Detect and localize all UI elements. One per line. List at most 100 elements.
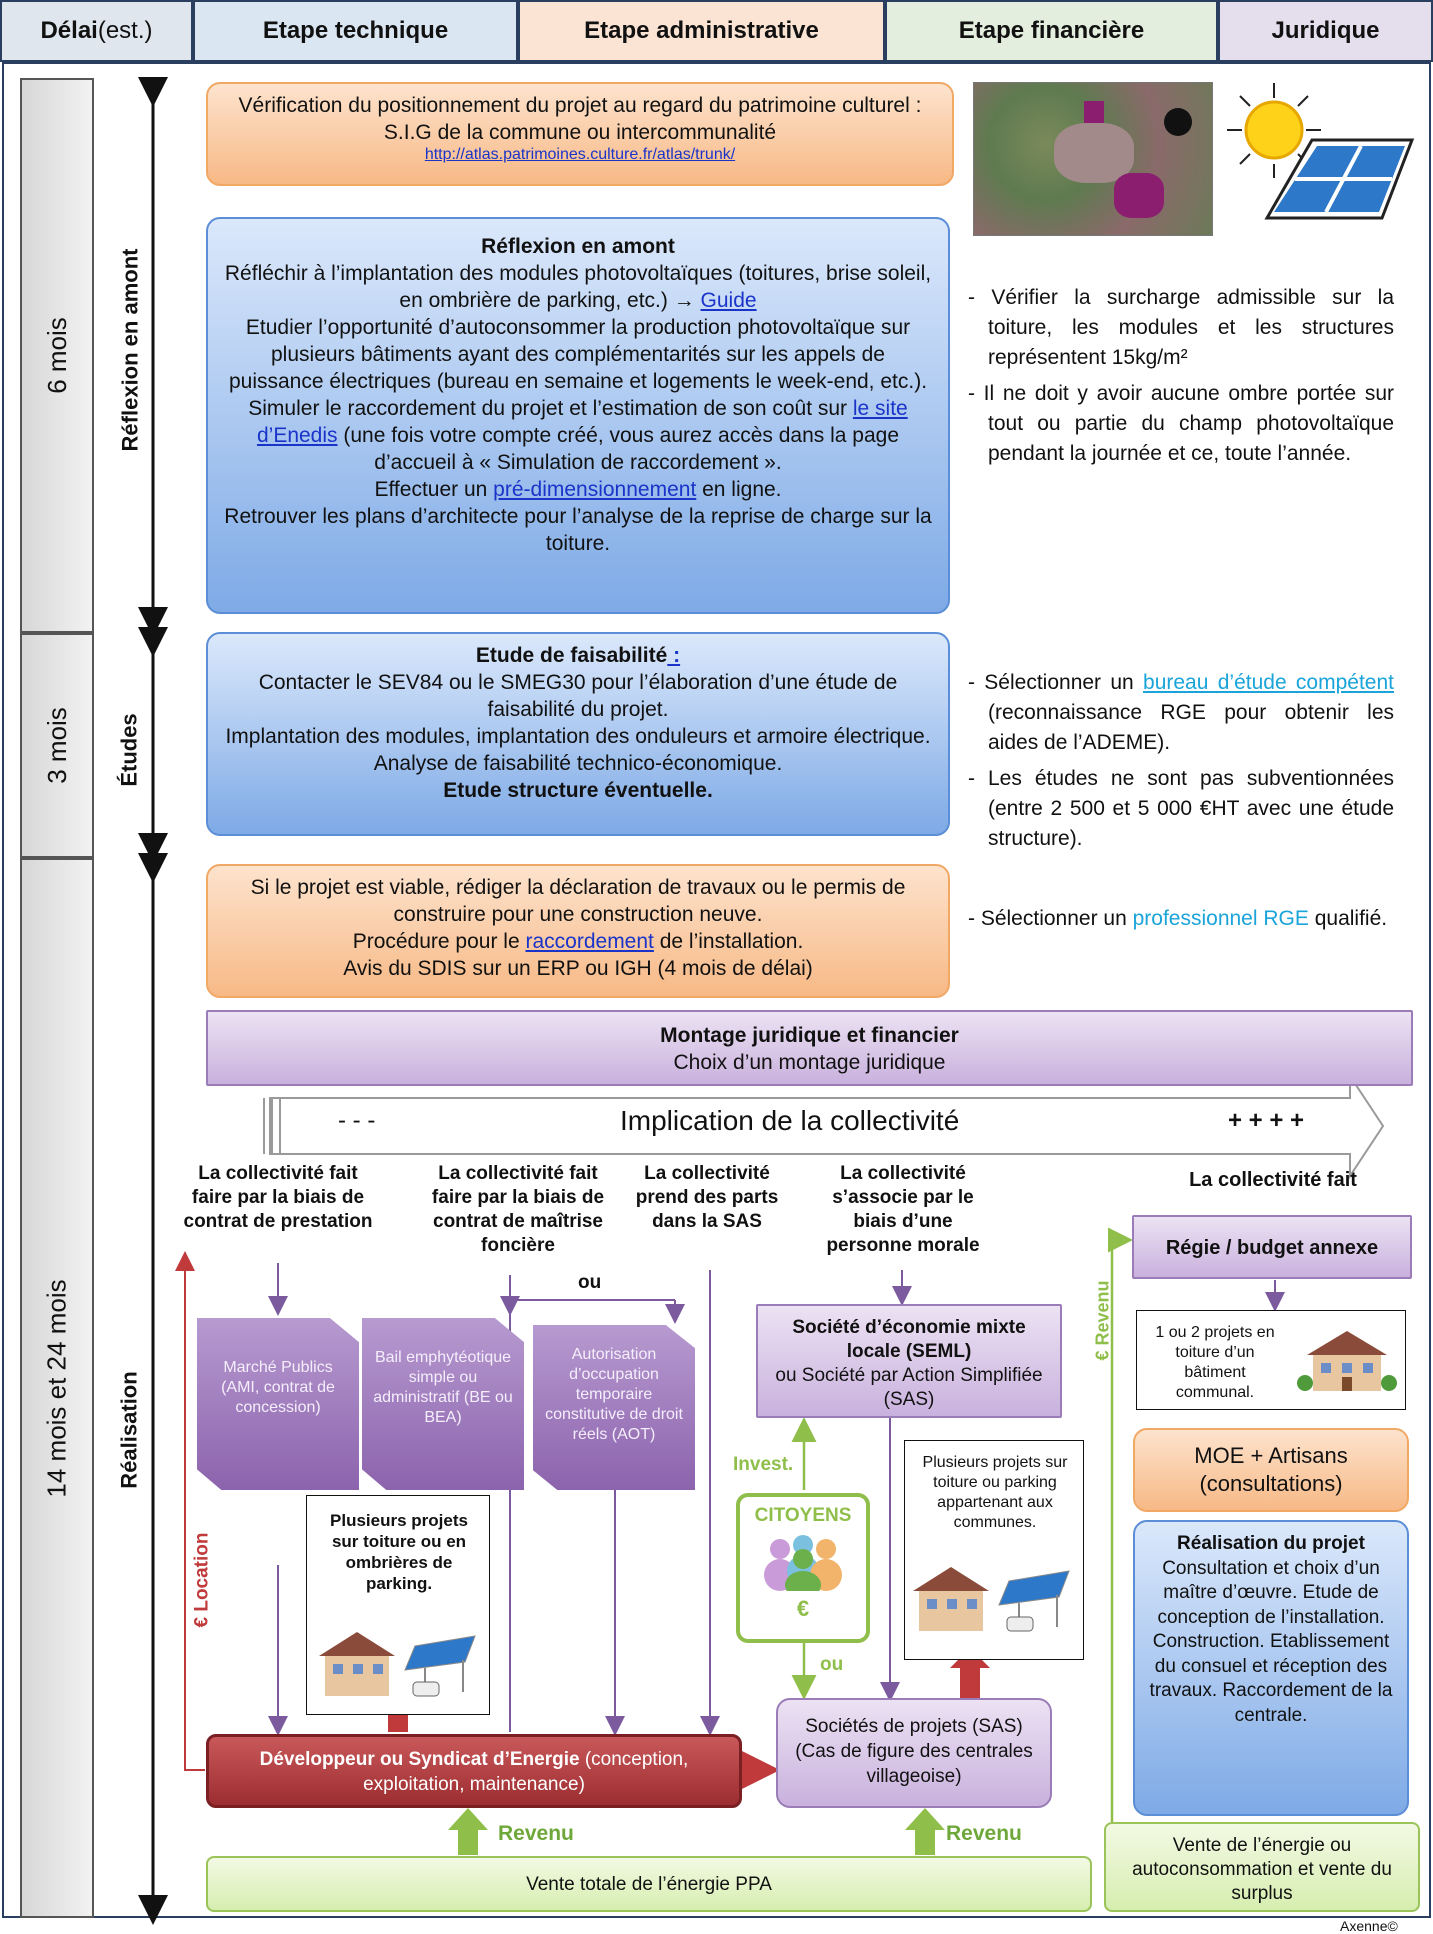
faisabilite-t3: Analyse de faisabilité technico-économiq… (373, 752, 783, 775)
category-prestation: La collectivité fait faire par la biais … (183, 1163, 373, 1232)
box-societes-projets: Sociétés de projets (SAS) (Cas de figure… (776, 1698, 1052, 1808)
box-developpeur: Développeur ou Syndicat d’Energie (conce… (206, 1734, 742, 1808)
credit-axenne: Axenne© (1340, 1918, 1398, 1934)
faisabilite-title: Etude de faisabilité (475, 644, 668, 667)
category-fait: La collectivité fait (1189, 1169, 1357, 1191)
seml-sub: ou Société par Action Simplifiée (SAS) (775, 1365, 1043, 1410)
1ou2-text: 1 ou 2 projets en toiture d’un bâtiment … (1155, 1324, 1275, 1401)
implication-left: - - - (338, 1107, 376, 1134)
note-pro-b: qualifié. (1308, 907, 1388, 930)
enedis-link[interactable]: le site d’Enedis (256, 397, 908, 447)
note-bureau-b: (reconnaissance RGE pour obtenir les aid… (988, 701, 1394, 754)
box-1-ou-2-projets: 1 ou 2 projets en toiture d’un bâtiment … (1136, 1310, 1406, 1410)
note-pro-a: - Sélectionner un (968, 907, 1133, 930)
doc-marches-publics: Marché Publics (AMI, contrat de concessi… (197, 1318, 359, 1490)
header-financiere: Etape financière (885, 0, 1218, 62)
box-moe-artisans: MOE + Artisans (consultations) (1133, 1428, 1409, 1512)
implication-right: + + + + (1228, 1107, 1305, 1134)
doc-aot: Autorisation d’occupation temporaire con… (533, 1325, 695, 1490)
header-delai-rest: (est.) (97, 17, 153, 44)
header-delai-bold: Délai (40, 17, 98, 44)
category-parts-sas: La collectivité prend des parts dans la … (635, 1163, 779, 1232)
header-administrative: Etape administrative (518, 0, 885, 62)
lane-3-mois: 3 mois (20, 633, 94, 858)
professionnel-rge-link[interactable]: professionnel RGE (1132, 907, 1309, 930)
people-icon (764, 1535, 842, 1599)
house-parking-icon (319, 1632, 476, 1697)
house-parking-icon-2 (913, 1567, 1070, 1632)
realisation-body: Consultation et choix d’un maître d’œuvr… (1149, 1557, 1393, 1726)
faisabilite-t4: Etude structure éventuelle. (443, 779, 713, 802)
patrimoine-map-image (973, 82, 1213, 236)
box-vente-totale: Vente totale de l’énergie PPA (206, 1856, 1092, 1912)
citoyens-euro: € (796, 1596, 810, 1621)
revenu-side-label: € Revenu (1092, 1279, 1113, 1361)
box-permis-raccordement: Si le projet est viable, rédiger la décl… (206, 864, 950, 998)
verification-text: Vérification du positionnement du projet… (238, 94, 922, 144)
montage-title: Montage juridique et financier (660, 1024, 959, 1047)
plusieurs1-text: Plusieurs projets sur toiture ou en ombr… (330, 1511, 468, 1593)
reflexion-t4b: en ligne. (696, 478, 782, 501)
lane-14-24-mois: 14 mois et 24 mois (20, 858, 94, 1918)
notes-etudes: - Sélectionner un bureau d’étude compéte… (968, 668, 1394, 860)
developpeur-bold: Développeur ou Syndicat d’Energie (259, 1749, 580, 1770)
box-seml: Société d’économie mixte locale (SEML) o… (756, 1304, 1062, 1418)
header-juridique: Juridique (1218, 0, 1433, 62)
realisation-title: Réalisation du projet (1177, 1533, 1365, 1554)
ou-label-1: ou (578, 1272, 602, 1293)
box-verification-patrimoine: Vérification du positionnement du projet… (206, 82, 954, 186)
box-plusieurs-projets-2: Plusieurs projets sur toiture ou parking… (904, 1440, 1084, 1660)
box-plusieurs-projets-1: Plusieurs projets sur toiture ou en ombr… (306, 1495, 490, 1715)
permis-t1: Si le projet est viable, rédiger la décl… (250, 876, 906, 926)
permis-t2b: de l’installation. (653, 930, 804, 953)
permis-t3: Avis du SDIS sur un ERP ou IGH (4 mois d… (343, 957, 813, 980)
developpeur-rest: (conception, exploitation, maintenance) (363, 1749, 689, 1795)
note-subventions: - Les études ne sont pas subventionnées … (968, 767, 1394, 850)
box-regie: Régie / budget annexe (1132, 1215, 1412, 1279)
lane-6-mois: 6 mois (20, 78, 94, 633)
reflexion-t3a: Simuler le raccordement du projet et l’e… (248, 397, 853, 420)
house-icon (1297, 1331, 1397, 1391)
box-reflexion-amont: Réflexion en amont Réfléchir à l’implant… (206, 217, 950, 614)
reflexion-t1: Réfléchir à l’implantation des modules p… (224, 262, 932, 312)
reflexion-t4a: Effectuer un (374, 478, 494, 501)
note-surcharge: - Vérifier la surcharge admissible sur l… (968, 286, 1394, 369)
revenu-side-wrap: € Revenu (1090, 1270, 1116, 1370)
note-bureau-a: - Sélectionner un (968, 671, 1144, 694)
location-label-wrap: € Location (188, 1520, 216, 1640)
faisabilite-title-link[interactable]: : (667, 644, 681, 667)
header-technique: Etape technique (193, 0, 518, 62)
box-realisation-projet: Réalisation du projet Consultation et ch… (1133, 1520, 1409, 1816)
header-delai: Délai (est.) (0, 0, 193, 62)
bureau-etude-link[interactable]: bureau d’étude compétent (1143, 671, 1394, 694)
faisabilite-t1: Contacter le SEV84 ou le SMEG30 pour l’é… (258, 671, 898, 721)
revenu-label-1: Revenu (498, 1822, 574, 1845)
doc-bail-emphyteotique: Bail emphytéotique simple ou administrat… (362, 1318, 524, 1490)
box-citoyens: CITOYENS € (736, 1493, 870, 1643)
location-label: € Location (191, 1532, 213, 1628)
revenu-label-2: Revenu (946, 1822, 1022, 1845)
faisabilite-t2: Implantation des modules, implantation d… (225, 725, 931, 748)
atlas-link[interactable]: http://atlas.patrimoines.culture.fr/atla… (424, 146, 736, 163)
montage-sub: Choix d’un montage juridique (673, 1051, 946, 1074)
reflexion-title: Réflexion en amont (481, 235, 675, 258)
solar-panel-icon (1227, 83, 1415, 220)
permis-t2a: Procédure pour le (352, 930, 526, 953)
predimensionnement-link[interactable]: pré-dimensionnement (493, 478, 697, 501)
seml-title: Société d’économie mixte locale (SEML) (792, 1317, 1026, 1362)
raccordement-link[interactable]: raccordement (525, 930, 654, 953)
box-montage-juridique: Montage juridique et financier Choix d’u… (206, 1010, 1413, 1086)
category-maitrise-fonciere: La collectivité fait faire par la biais … (431, 1163, 605, 1256)
diagram-frame (2, 62, 1431, 1918)
reflexion-t3b: (une fois votre compte créé, vous aurez … (337, 424, 900, 474)
box-etude-faisabilite: Etude de faisabilité : Contacter le SEV8… (206, 632, 950, 836)
citoyens-ou: ou (820, 1654, 844, 1675)
box-vente-autoconsommation: Vente de l’énergie ou autoconsommation e… (1104, 1822, 1420, 1912)
implication-center: Implication de la collectivité (620, 1105, 960, 1136)
plusieurs2-text: Plusieurs projets sur toiture ou parking… (922, 1454, 1068, 1531)
guide-link[interactable]: Guide (700, 289, 757, 312)
citoyens-label: CITOYENS (754, 1505, 852, 1526)
reflexion-t2: Etudier l’opportunité d’autoconsommer la… (228, 316, 928, 393)
notes-reflexion: - Vérifier la surcharge admissible sur l… (968, 283, 1394, 475)
category-personne-morale: La collectivité s’associe par le biais d… (826, 1163, 980, 1256)
